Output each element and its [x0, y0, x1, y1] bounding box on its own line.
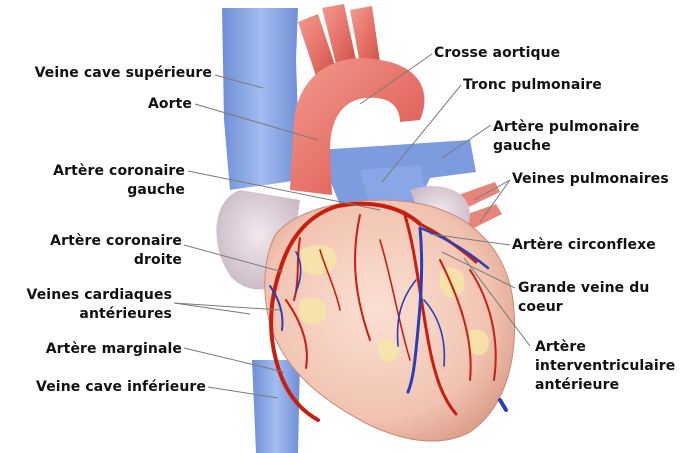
- label-line: Artère coronaire: [4, 232, 182, 251]
- label-crosse-aortique: Crosse aortique: [434, 44, 560, 63]
- label-aorte: Aorte: [60, 95, 192, 114]
- label-line: Veines cardiaques: [4, 286, 172, 305]
- label-line: Tronc pulmonaire: [463, 76, 602, 95]
- label-line: Aorte: [60, 95, 192, 114]
- label-artere-interventriculaire-anterieure: Artère interventriculaire antérieure: [535, 338, 675, 395]
- label-line: Artère circonflexe: [512, 236, 656, 255]
- label-artere-coronaire-gauche: Artère coronaire gauche: [10, 162, 185, 200]
- label-line: gauche: [10, 181, 185, 200]
- label-artere-marginale: Artère marginale: [4, 340, 182, 359]
- label-line: Veine cave supérieure: [8, 64, 212, 83]
- inferior-vena-cava-shape: [252, 360, 300, 453]
- label-line: droite: [4, 251, 182, 270]
- label-veine-cave-superieure: Veine cave supérieure: [8, 64, 212, 83]
- label-line: Artère pulmonaire: [493, 118, 640, 137]
- label-tronc-pulmonaire: Tronc pulmonaire: [463, 76, 602, 95]
- label-artere-circonflexe: Artère circonflexe: [512, 236, 656, 255]
- label-line: Veine cave inférieure: [4, 378, 206, 397]
- label-line: Grande veine du: [518, 279, 649, 298]
- label-line: Veines pulmonaires: [512, 170, 669, 189]
- superior-vena-cava-shape: [222, 8, 300, 190]
- label-line: coeur: [518, 298, 649, 317]
- label-line: Crosse aortique: [434, 44, 560, 63]
- label-line: Artère coronaire: [10, 162, 185, 181]
- label-line: interventriculaire: [535, 357, 675, 376]
- label-veines-cardiaques-anterieures: Veines cardiaques antérieures: [4, 286, 172, 324]
- label-grande-veine-du-coeur: Grande veine du coeur: [518, 279, 649, 317]
- label-veines-pulmonaires: Veines pulmonaires: [512, 170, 669, 189]
- label-line: Artère: [535, 338, 675, 357]
- label-artere-coronaire-droite: Artère coronaire droite: [4, 232, 182, 270]
- label-veine-cave-inferieure: Veine cave inférieure: [4, 378, 206, 397]
- label-line: gauche: [493, 137, 640, 156]
- label-line: Artère marginale: [4, 340, 182, 359]
- label-line: antérieure: [535, 376, 675, 395]
- label-artere-pulmonaire-gauche: Artère pulmonaire gauche: [493, 118, 640, 156]
- label-line: antérieures: [4, 305, 172, 324]
